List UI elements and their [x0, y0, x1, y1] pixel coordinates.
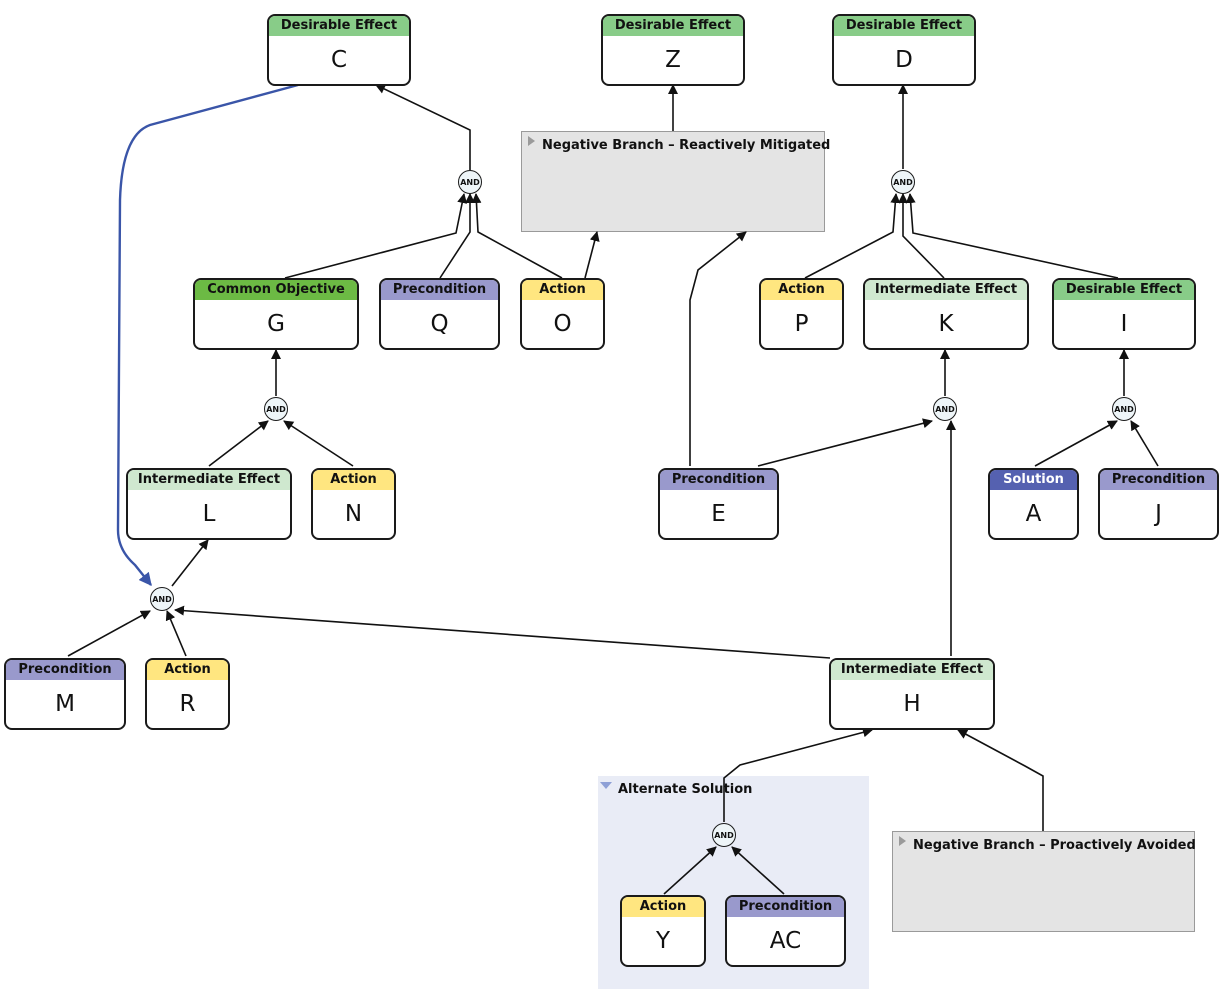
group-negative-branch-reactively-mitigated[interactable]: Negative Branch – Reactively Mitigated — [521, 131, 830, 232]
node-g[interactable]: Common Objective G — [193, 278, 359, 350]
node-type-label: Action — [147, 660, 228, 680]
and-gate-5[interactable]: AND — [933, 397, 957, 421]
node-type-label: Precondition — [6, 660, 124, 680]
edge-n-to-and2 — [283, 420, 354, 467]
node-ac[interactable]: Precondition AC — [725, 895, 846, 967]
node-e[interactable]: Precondition E — [658, 468, 779, 540]
node-type-label: Intermediate Effect — [865, 280, 1027, 300]
edge-e-to-negative-branch — [689, 231, 747, 466]
node-letter: E — [711, 501, 726, 527]
node-c[interactable]: Desirable Effect C — [267, 14, 411, 86]
node-q[interactable]: Precondition Q — [379, 278, 500, 350]
group-title: Alternate Solution — [618, 782, 753, 797]
collapse-triangle-icon[interactable] — [600, 782, 612, 789]
node-letter: L — [202, 501, 216, 527]
node-type-label: Action — [761, 280, 842, 300]
node-n[interactable]: Action N — [311, 468, 396, 540]
node-letter: G — [267, 311, 285, 337]
group-title: Negative Branch – Proactively Avoided — [913, 838, 1196, 853]
node-type-label: Desirable Effect — [603, 16, 743, 36]
node-y[interactable]: Action Y — [620, 895, 706, 967]
node-letter: Y — [655, 928, 671, 954]
edge-y-to-and7 — [663, 846, 717, 895]
node-letter: D — [895, 47, 913, 73]
node-letter: K — [938, 311, 954, 337]
node-type-label: Precondition — [1100, 470, 1217, 490]
node-z[interactable]: Desirable Effect Z — [601, 14, 745, 86]
edge-p-to-and4 — [804, 193, 901, 279]
edge-r-to-and3 — [165, 610, 187, 657]
node-d[interactable]: Desirable Effect D — [832, 14, 976, 86]
and-gate-4[interactable]: AND — [891, 170, 915, 194]
edge-j-to-and6 — [1130, 420, 1159, 467]
edge-m-to-and3 — [67, 610, 151, 657]
node-h[interactable]: Intermediate Effect H — [829, 658, 995, 730]
and-gate-6[interactable]: AND — [1112, 397, 1136, 421]
node-letter: I — [1120, 311, 1128, 337]
node-letter: O — [553, 311, 572, 337]
node-o[interactable]: Action O — [520, 278, 605, 350]
node-r[interactable]: Action R — [145, 658, 230, 730]
node-type-label: Solution — [990, 470, 1077, 490]
node-letter: N — [344, 501, 363, 527]
edge-ac-to-and7 — [731, 846, 785, 895]
node-type-label: Common Objective — [195, 280, 357, 300]
node-type-label: Precondition — [727, 897, 844, 917]
and-gate-3[interactable]: AND — [150, 587, 174, 611]
node-type-label: Desirable Effect — [269, 16, 409, 36]
edge-and1-to-c — [375, 84, 471, 170]
node-p[interactable]: Action P — [759, 278, 844, 350]
edge-l-to-and2 — [208, 420, 269, 467]
node-l[interactable]: Intermediate Effect L — [126, 468, 292, 540]
edge-g-to-and1 — [284, 193, 468, 279]
edge-k-to-and4 — [898, 193, 945, 279]
node-letter: AC — [769, 928, 802, 954]
edge-and7-to-h — [723, 727, 873, 822]
expand-triangle-icon[interactable] — [899, 836, 906, 846]
node-m[interactable]: Precondition M — [4, 658, 126, 730]
edge-i-to-and4 — [905, 193, 1119, 279]
node-letter: Z — [665, 47, 681, 73]
node-a[interactable]: Solution A — [988, 468, 1079, 540]
and-gate-1[interactable]: AND — [458, 170, 482, 194]
node-i[interactable]: Desirable Effect I — [1052, 278, 1196, 350]
node-type-label: Intermediate Effect — [128, 470, 290, 490]
node-type-label: Desirable Effect — [1054, 280, 1194, 300]
node-type-label: Action — [622, 897, 704, 917]
and-gate-2[interactable]: AND — [264, 397, 288, 421]
node-letter: H — [903, 691, 921, 717]
edge-h-to-and3 — [174, 605, 831, 659]
node-letter: P — [794, 311, 809, 337]
node-type-label: Precondition — [381, 280, 498, 300]
edge-a-to-and6 — [1034, 420, 1118, 467]
node-type-label: Precondition — [660, 470, 777, 490]
node-letter: A — [1025, 501, 1042, 527]
node-type-label: Action — [522, 280, 603, 300]
edge-and3-to-l — [171, 539, 209, 587]
edge-q-to-and1 — [439, 193, 475, 279]
edge-e-to-and5 — [757, 418, 933, 467]
node-type-label: Desirable Effect — [834, 16, 974, 36]
node-letter: Q — [430, 311, 449, 337]
node-letter: M — [55, 691, 75, 717]
group-negative-branch-proactively-avoided[interactable]: Negative Branch – Proactively Avoided — [892, 831, 1196, 932]
node-k[interactable]: Intermediate Effect K — [863, 278, 1029, 350]
edge-c-to-and3-highlighted — [116, 83, 299, 587]
node-letter: J — [1155, 501, 1162, 527]
edge-negative-branch-to-h — [957, 729, 1044, 831]
node-type-label: Intermediate Effect — [831, 660, 993, 680]
node-letter: C — [330, 47, 348, 73]
edge-o-to-and1 — [471, 193, 563, 279]
expand-triangle-icon[interactable] — [528, 136, 535, 146]
node-j[interactable]: Precondition J — [1098, 468, 1219, 540]
group-title: Negative Branch – Reactively Mitigated — [542, 138, 831, 153]
edge-o-to-negative-branch — [584, 231, 600, 279]
node-letter: R — [179, 691, 196, 717]
node-type-label: Action — [313, 470, 394, 490]
and-gate-7[interactable]: AND — [712, 823, 736, 847]
